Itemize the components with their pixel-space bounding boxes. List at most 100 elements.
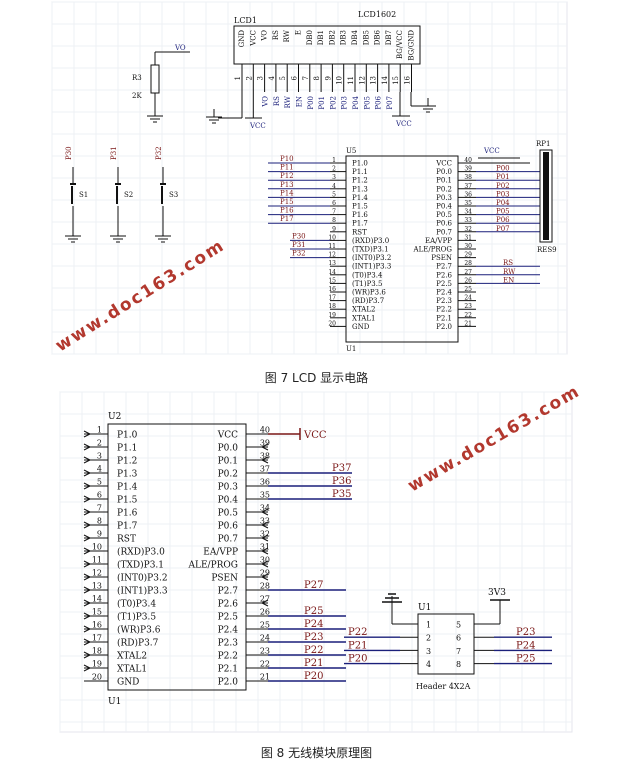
- mcu-pin-name: (T1)P3.5: [352, 280, 382, 288]
- switch-net: P32: [155, 146, 163, 160]
- mcu-pin-number: 18: [328, 303, 336, 310]
- mcu-pin-name: P0.6: [218, 522, 239, 532]
- mcu-pin-number: 38: [464, 174, 472, 181]
- lcd-pin-number: 5: [279, 76, 287, 80]
- lcd-net-label: P03: [341, 96, 349, 110]
- lcd-pin-name: GND: [238, 30, 246, 48]
- mcu-pin-number: 38: [260, 452, 270, 461]
- pin-arrow: [260, 443, 269, 451]
- lcd-pin-number: 6: [291, 75, 299, 80]
- mcu-pin-number: 2: [332, 166, 336, 173]
- pin-arrow: [83, 495, 92, 503]
- net-label: P01: [496, 173, 510, 181]
- ground-symbol: [206, 109, 222, 124]
- net-label: P31: [292, 241, 306, 249]
- mcu-pin-number: 37: [464, 183, 472, 190]
- pin-arrow: [83, 612, 92, 620]
- mcu-pin-name: P0.5: [436, 211, 452, 219]
- mcu-pin-number: 22: [260, 660, 270, 669]
- rpack-ref: RP1: [536, 140, 550, 148]
- lcd-pin-number: 16: [404, 75, 412, 84]
- mcu-pin-number: 5: [332, 191, 336, 198]
- mcu-pin-number: 21: [464, 320, 472, 327]
- mcu-pin-number: 16: [328, 286, 336, 293]
- lcd-pin-name: DB6: [374, 29, 382, 45]
- mcu-ref: U1: [346, 345, 356, 353]
- pin-arrow: [83, 469, 92, 477]
- lcd-pin-number: 11: [347, 76, 355, 85]
- mcu-pin-name: P0.7: [218, 535, 239, 545]
- net-label: P21: [304, 658, 323, 669]
- lcd-pin-number: 1: [234, 76, 242, 80]
- net-label: P23: [304, 632, 323, 643]
- net-label: P36: [332, 476, 351, 487]
- switch-net: P30: [65, 146, 73, 160]
- mcu-pin-name: VCC: [435, 160, 452, 168]
- net-label: RW: [503, 268, 516, 276]
- mcu-pin-name: P2.3: [218, 639, 239, 649]
- switch-ref: S2: [124, 191, 133, 199]
- pin-arrow: [260, 599, 269, 607]
- pin-arrow: [83, 482, 92, 490]
- lcd-net-label: P04: [352, 95, 360, 109]
- switch-net: P31: [110, 146, 118, 160]
- mcu-pin-name: P1.3: [352, 185, 368, 193]
- net-label: P25: [516, 654, 535, 665]
- mcu-pin-name: P2.7: [436, 263, 452, 271]
- mcu-pin-name: P1.2: [352, 177, 368, 185]
- net-label: P07: [496, 225, 510, 233]
- net-label: P21: [348, 640, 367, 651]
- mcu-pin-number: 29: [464, 252, 472, 259]
- lcd-pin-number: 10: [336, 76, 344, 85]
- net-label: P24: [304, 619, 323, 630]
- mcu-pin-name: P2.1: [436, 314, 452, 322]
- mcu-pin-number: 17: [92, 634, 102, 643]
- mcu-pin-number: 3: [97, 452, 102, 461]
- mcu-pin-number: 32: [464, 226, 472, 233]
- figure-caption-lcd: 图 7 LCD 显示电路: [264, 371, 369, 385]
- mcu-pin-number: 37: [260, 465, 270, 474]
- mcu-pin-name: (RD)P3.7: [352, 297, 384, 305]
- ground-symbol: [420, 98, 436, 113]
- resistor-value: 2K: [132, 92, 142, 100]
- mcu-pin-name: P0.7: [436, 228, 452, 236]
- lcd-pin-number: 7: [302, 76, 310, 80]
- net-label: P23: [516, 627, 535, 638]
- mcu-pin-number: 11: [328, 243, 336, 250]
- mcu-pin-number: 15: [92, 608, 102, 617]
- lcd-net-label: P06: [375, 95, 383, 109]
- power-label: 3V3: [488, 588, 506, 598]
- mcu-pin-number: 35: [464, 200, 472, 207]
- net-label: P04: [496, 199, 510, 207]
- mcu-pin-name: P1.6: [117, 509, 138, 519]
- mcu-pin-number: 35: [260, 491, 270, 500]
- mcu-pin-number: 22: [464, 312, 472, 319]
- lcd-pin-name: BG/VCC: [396, 30, 404, 59]
- mcu-pin-number: 39: [260, 439, 270, 448]
- mcu-ref: U2: [108, 412, 121, 422]
- lcd-net-label: EN: [296, 96, 304, 107]
- mcu-ref: U1: [108, 697, 121, 707]
- mcu-pin-number: 32: [260, 530, 270, 539]
- mcu-pin-number: 28: [464, 260, 472, 267]
- header-pin-number: 3: [426, 647, 431, 656]
- mcu-pin-number: 31: [260, 543, 270, 552]
- mcu-pin-name: (T0)P3.4: [352, 271, 383, 279]
- mcu-pin-name: P2.3: [436, 297, 452, 305]
- lcd-net-label: RS: [273, 96, 281, 106]
- lcd-net-label: P01: [318, 96, 326, 110]
- mcu-pin-name: GND: [117, 678, 139, 688]
- header-pin-number: 5: [456, 621, 461, 630]
- mcu-pin-name: P1.7: [352, 220, 368, 228]
- mcu-pin-number: 23: [260, 647, 270, 656]
- mcu-pin-number: 2: [97, 439, 102, 448]
- rpack-element: [543, 152, 549, 240]
- mcu-pin-name: (INT0)P3.2: [117, 573, 168, 584]
- mcu-pin-number: 4: [97, 465, 102, 474]
- mcu-pin-name: P1.4: [117, 483, 138, 493]
- mcu-pin-number: 34: [260, 504, 270, 513]
- mcu-body: [107, 423, 247, 691]
- lcd-pin-name: DB7: [385, 30, 393, 45]
- pin-arrow: [83, 586, 92, 594]
- mcu-pin-number: 13: [328, 260, 336, 267]
